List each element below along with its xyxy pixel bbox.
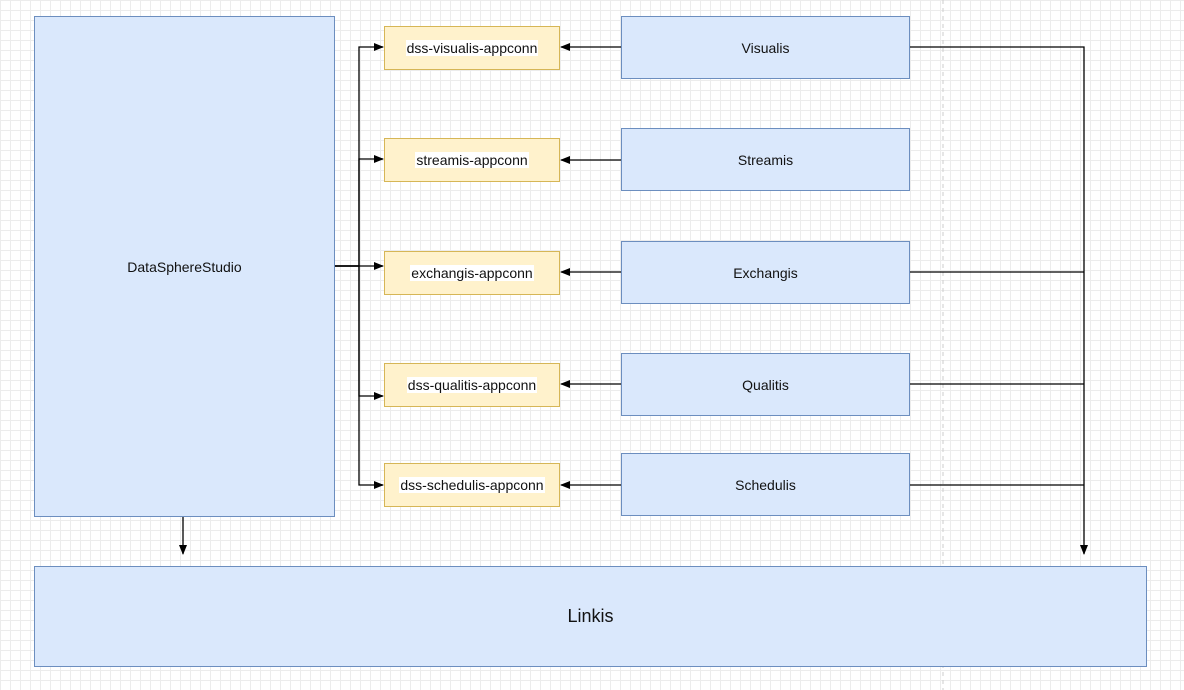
node-qualitis-label: Qualitis xyxy=(742,376,789,393)
node-linkis-label: Linkis xyxy=(567,606,614,626)
node-exchangis-label: Exchangis xyxy=(733,264,798,281)
node-streamis-appconn-label: streamis-appconn xyxy=(415,152,529,168)
node-dss-visualis-appconn[interactable]: dss-visualis-appconn xyxy=(384,26,560,70)
node-exchangis[interactable]: Exchangis xyxy=(621,241,910,304)
node-exchangis-appconn[interactable]: exchangis-appconn xyxy=(384,251,560,295)
node-dss-qualitis-appconn[interactable]: dss-qualitis-appconn xyxy=(384,363,560,407)
node-exchangis-appconn-label: exchangis-appconn xyxy=(410,265,534,281)
node-dss-schedulis-appconn-label: dss-schedulis-appconn xyxy=(399,477,545,493)
node-schedulis-label: Schedulis xyxy=(735,476,796,493)
node-visualis[interactable]: Visualis xyxy=(621,16,910,79)
edge-visualis-to-linkis xyxy=(910,46,1088,555)
node-dss-visualis-appconn-label: dss-visualis-appconn xyxy=(405,40,539,56)
node-dss-qualitis-appconn-label: dss-qualitis-appconn xyxy=(406,377,538,393)
node-datasphere-studio-label: DataSphereStudio xyxy=(127,258,242,275)
node-streamis[interactable]: Streamis xyxy=(621,128,910,191)
node-visualis-label: Visualis xyxy=(741,39,790,56)
node-qualitis[interactable]: Qualitis xyxy=(621,353,910,416)
node-streamis-appconn[interactable]: streamis-appconn xyxy=(384,138,560,182)
edge-dss-to-streamis-appconn xyxy=(335,155,384,267)
node-schedulis[interactable]: Schedulis xyxy=(621,453,910,516)
node-streamis-label: Streamis xyxy=(737,151,794,168)
node-datasphere-studio[interactable]: DataSphereStudio xyxy=(34,16,335,517)
edge-dss-to-schedulis-appconn xyxy=(335,265,384,489)
node-linkis[interactable]: Linkis xyxy=(34,566,1147,667)
node-dss-schedulis-appconn[interactable]: dss-schedulis-appconn xyxy=(384,463,560,507)
